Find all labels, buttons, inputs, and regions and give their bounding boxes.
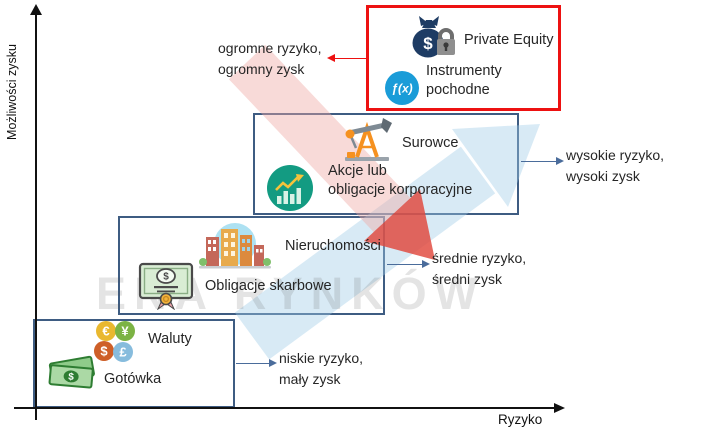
svg-text:$: $: [423, 34, 433, 53]
x-axis: [14, 407, 556, 409]
level-content-extreme: $ Private Equity ƒ(x) Instrumenty pochod…: [366, 5, 561, 111]
level-content-medium: Nieruchomości $ Obligacje skarbowe: [118, 216, 385, 315]
asset-label-commodities: Surowce: [402, 135, 459, 151]
asset-label-cash: Gotówka: [104, 371, 162, 387]
level-content-low: € ¥ $ £ Waluty $ Gotówka: [33, 319, 235, 408]
svg-text:$: $: [100, 344, 108, 359]
asset-label-currencies: Waluty: [148, 331, 192, 347]
low-risk-arrow: [236, 363, 270, 364]
asset-label-derivatives: Instrumenty pochodne: [426, 63, 502, 98]
medium-risk-note: średnie ryzyko, średni zysk: [432, 250, 527, 287]
stock-chart-icon: [266, 164, 314, 212]
low-risk-arrowhead-icon: [269, 359, 277, 367]
extreme-risk-arrow: [335, 58, 366, 59]
extreme-risk-arrowhead-icon: [327, 54, 335, 62]
asset-label-treasury-bonds: Obligacje skarbowe: [205, 278, 332, 294]
y-axis-label: Możliwości zysku: [5, 44, 19, 140]
svg-text:€: €: [102, 324, 109, 339]
currency-coins-icon: € ¥ $ £: [92, 320, 138, 364]
high-risk-arrow: [521, 161, 557, 162]
low-risk-note: niskie ryzyko, mały zysk: [279, 350, 364, 387]
high-risk-arrowhead-icon: [556, 157, 564, 165]
svg-text:ƒ(x): ƒ(x): [391, 82, 412, 96]
money-bag-lock-icon: $: [408, 13, 460, 63]
x-axis-arrowhead-icon: [554, 402, 565, 413]
asset-label-private-equity: Private Equity: [464, 32, 554, 48]
extreme-risk-note: ogromne ryzyko, ogromny zysk: [218, 40, 322, 77]
svg-text:$: $: [163, 272, 169, 283]
function-icon: ƒ(x): [385, 71, 419, 105]
banknotes-icon: $: [46, 352, 98, 394]
medium-risk-arrowhead-icon: [422, 260, 430, 268]
high-risk-note: wysokie ryzyko, wysoki zysk: [566, 147, 665, 184]
asset-label-real-estate: Nieruchomości: [285, 238, 381, 254]
svg-text:$: $: [68, 372, 75, 383]
y-axis-arrowhead-icon: [30, 4, 42, 15]
oil-pump-icon: [341, 117, 393, 163]
buildings-icon: [198, 221, 272, 271]
asset-label-stocks-corporate-bonds: Akcje lub obligacje korporacyjne: [328, 163, 473, 198]
bond-certificate-icon: $: [138, 262, 194, 310]
x-axis-label: Ryzyko: [498, 412, 543, 427]
medium-risk-arrow: [387, 264, 423, 265]
svg-text:¥: ¥: [121, 324, 129, 339]
svg-text:£: £: [119, 345, 127, 360]
y-axis: [35, 12, 37, 420]
level-content-high: Surowce Akcje lub obligacje korporacyjne: [253, 113, 519, 215]
